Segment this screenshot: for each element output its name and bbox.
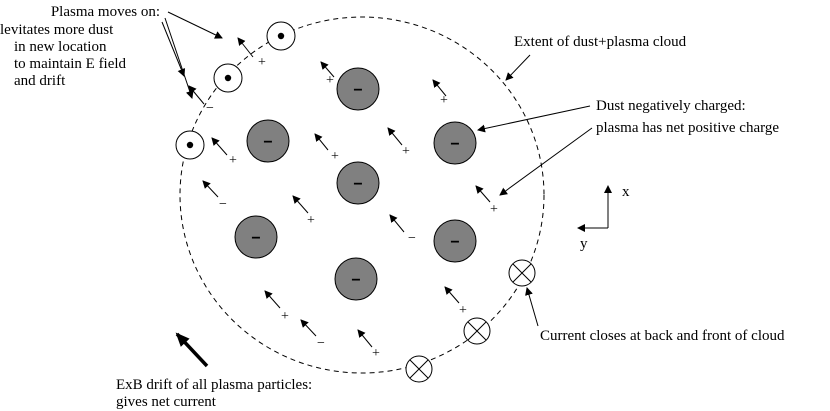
exb-drift-line: gives net current [116,394,217,410]
label-exb-drift: ExB drift of all plasma particles: gives… [116,377,312,410]
dust-charge: − [351,272,360,289]
current-out-symbols [175,21,296,160]
dust-charge: − [450,234,459,251]
dot-symbol [266,21,296,51]
coordinate-axes [577,185,612,232]
dust-grains: − − − − − − − [234,67,477,301]
plus-sign: + [372,346,380,361]
dust-grain: − [433,219,477,263]
dust-grain: − [246,119,290,163]
plus-sign: + [459,303,467,318]
cross-symbol [508,259,536,287]
plasma-moves-line: Plasma moves on: [51,4,160,20]
plasma-moves-line: in new location [14,39,107,55]
plasma-moves-line: and drift [14,73,66,89]
drift-arrows [188,37,491,348]
dust-grain: − [336,161,380,205]
pointer-arrows [161,11,593,327]
exb-drift-line: ExB drift of all plasma particles: [116,377,312,393]
dust-grain: − [336,67,380,111]
label-cloud-extent: Extent of dust+plasma cloud [514,34,687,50]
dust-charged-line: plasma has net positive charge [596,120,779,136]
minus-sign: − [219,197,227,212]
label-plasma-moves: Plasma moves on: levitates more dust in … [0,4,160,89]
plus-sign: + [307,213,315,228]
plus-sign: + [281,309,289,324]
plus-sign: + [229,153,237,168]
dust-charged-line: Dust negatively charged: [596,98,746,114]
dust-grain: − [334,257,378,301]
dot-symbol [213,63,243,93]
plus-sign: + [331,149,339,164]
plus-sign: + [402,144,410,159]
exb-drift-arrow [175,332,209,368]
dust-charge: − [353,176,362,193]
label-current-closes: Current closes at back and front of clou… [540,328,785,344]
dust-grain: − [433,121,477,165]
plus-sign: + [258,55,266,70]
cross-symbol [463,317,491,345]
axis-x-label: x [622,184,630,200]
dust-charge: − [353,82,362,99]
plus-sign: + [490,202,498,217]
minus-sign: − [206,101,214,116]
cross-symbol [405,355,433,383]
dot-symbol [175,130,205,160]
dust-charge: − [263,134,272,151]
plasma-moves-line: levitates more dust [0,22,114,38]
charge-signs: + + + − + + + − + − + + − + + [206,55,498,361]
plus-sign: + [326,73,334,88]
plus-sign: + [440,93,448,108]
minus-sign: − [408,231,416,246]
label-dust-charged: Dust negatively charged: plasma has net … [596,98,779,136]
plasma-moves-line: to maintain E field [14,56,127,72]
cloud-boundary [179,16,545,374]
current-in-symbols [405,259,536,383]
minus-sign: − [317,336,325,351]
dust-grain: − [234,215,278,259]
axis-y-label: y [580,236,588,252]
dust-charge: − [450,136,459,153]
dust-charge: − [251,230,260,247]
